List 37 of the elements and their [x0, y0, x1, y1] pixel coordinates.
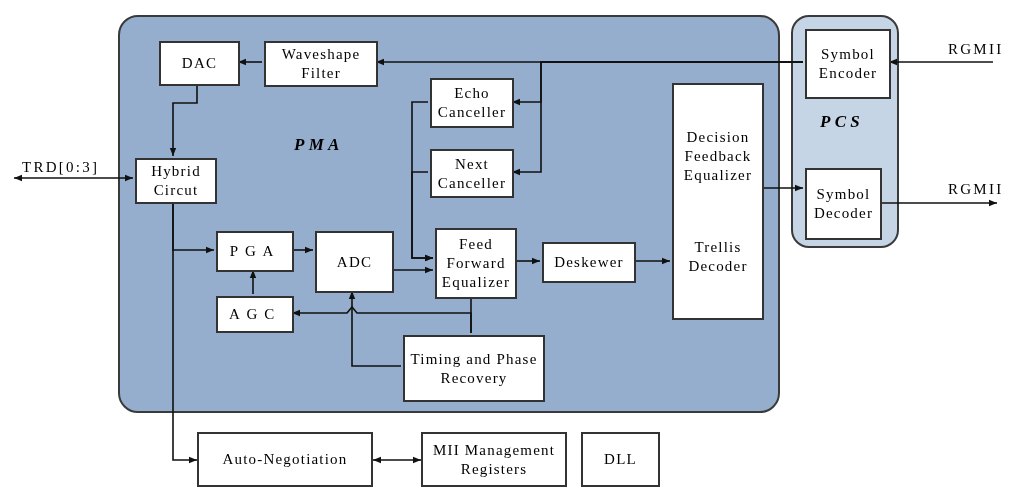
arrow [172, 201, 198, 464]
arrow [411, 171, 434, 262]
process-box: Feed Forward Equalizer [435, 228, 517, 299]
pcs-block [791, 15, 899, 248]
process-box: DAC [159, 41, 240, 86]
arrow [13, 174, 134, 182]
arrow [169, 83, 198, 157]
arrow [633, 257, 671, 265]
arrow [761, 184, 804, 192]
arrow [249, 269, 257, 295]
arrow [348, 290, 402, 367]
process-box: Symbol Decoder [805, 168, 882, 240]
arrow [237, 58, 263, 66]
arrow [511, 61, 804, 176]
process-box: Waveshape Filter [264, 41, 378, 87]
arrow [372, 456, 422, 464]
arrow [879, 199, 998, 207]
process-box: Echo Canceller [430, 78, 514, 128]
process-box: Next Canceller [430, 149, 514, 198]
block-heading: PCS [820, 111, 864, 133]
process-box: Symbol Encoder [805, 29, 891, 99]
process-box: MII Management Registers [421, 432, 567, 487]
process-box: Auto-Negotiation [197, 432, 373, 487]
arrow [291, 246, 314, 254]
block-heading: PMA [294, 134, 344, 156]
process-box: DLL [581, 432, 660, 487]
process-box: Deskewer [542, 242, 636, 283]
process-box: Timing and Phase Recovery [403, 335, 545, 402]
process-box: PGA [216, 231, 294, 272]
arrow [514, 257, 541, 265]
pma-block [118, 15, 780, 413]
arrow [391, 266, 434, 274]
arrow [888, 58, 994, 66]
process-box: AGC [216, 296, 294, 333]
process-box: Decision Feedback Equalizer Trellis Decoder [672, 83, 764, 320]
process-box: ADC [315, 231, 394, 293]
process-box: Hybrid Circut [135, 158, 217, 204]
